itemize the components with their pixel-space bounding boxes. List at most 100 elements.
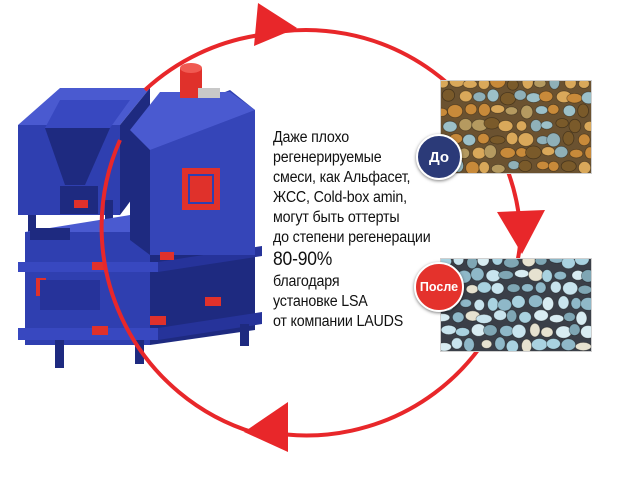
- sand-grain: [542, 296, 555, 311]
- after-badge: После: [414, 262, 464, 312]
- sand-grain: [560, 160, 577, 172]
- sand-grain: [475, 313, 493, 324]
- sand-grain: [455, 327, 471, 337]
- sand-grain: [547, 160, 560, 172]
- arrowhead-bottom: [244, 402, 288, 452]
- arrowhead-top: [254, 3, 297, 46]
- sand-grain: [568, 323, 581, 336]
- sand-grain: [447, 104, 464, 119]
- sand-grain: [540, 326, 554, 338]
- sand-grain: [491, 259, 504, 266]
- sand-grain: [517, 132, 535, 147]
- sand-grain: [534, 281, 547, 294]
- sand-grain: [507, 160, 520, 170]
- sand-before-texture: [441, 81, 591, 173]
- sand-grain: [547, 103, 560, 115]
- sand-grain: [471, 146, 486, 160]
- sand-grain: [478, 161, 490, 173]
- sand-grain: [521, 81, 534, 90]
- sand-grain: [570, 297, 582, 310]
- regeneration-percent: 80-90%: [273, 249, 333, 270]
- sand-grain: [452, 311, 465, 324]
- sand-grain: [515, 120, 528, 132]
- sand-grain: [499, 147, 516, 159]
- sand-grain: [584, 146, 591, 160]
- sand-grain: [486, 88, 500, 103]
- caption-line: благодаря: [273, 273, 340, 290]
- sand-grain: [546, 338, 561, 350]
- sand-grain: [574, 259, 590, 266]
- sand-grain: [521, 283, 534, 293]
- sand-grain: [442, 120, 458, 133]
- sand-grain: [441, 342, 452, 351]
- caption-line: регенерируемые: [273, 149, 382, 166]
- sand-grain: [473, 299, 485, 312]
- sand-grain: [569, 148, 584, 159]
- sand-grain: [441, 88, 455, 102]
- sand-grain: [568, 118, 582, 134]
- sand-grain: [541, 269, 553, 283]
- sand-grain: [459, 90, 473, 103]
- sand-grain: [550, 280, 562, 294]
- sand-grain: [581, 269, 591, 283]
- sand-grain: [534, 259, 548, 266]
- sand-grain: [506, 131, 519, 146]
- sand-grain: [554, 145, 569, 159]
- sand-grain: [464, 103, 478, 116]
- sand-grain: [487, 297, 499, 312]
- sand-grain: [531, 338, 548, 351]
- sand-grain: [513, 89, 527, 101]
- before-badge: До: [416, 134, 462, 180]
- sand-grain: [577, 133, 591, 147]
- sand-grain: [466, 259, 478, 270]
- sand-grain: [506, 283, 521, 293]
- sand-grain: [441, 324, 457, 335]
- sand-grain: [497, 298, 512, 312]
- sand-grain: [580, 297, 591, 311]
- sand-grain: [561, 259, 576, 270]
- sand-grain: [483, 144, 497, 159]
- description-text: Даже плохо регенерируемые смеси, как Аль…: [273, 128, 452, 332]
- sand-grain: [557, 295, 570, 310]
- sand-grain: [528, 267, 544, 282]
- caption-line: установке LSA: [273, 293, 368, 310]
- sand-grain: [555, 118, 569, 129]
- sand-grain: [578, 161, 591, 173]
- sand-grain: [483, 117, 501, 130]
- sand-grain: [538, 90, 554, 103]
- sand-before-photo: [440, 80, 592, 174]
- sand-grain: [493, 309, 507, 321]
- sand-grain: [499, 325, 514, 337]
- sand-grain: [491, 164, 506, 173]
- sand-grain: [533, 81, 547, 89]
- sand-grain: [441, 107, 448, 117]
- sand-grain: [505, 339, 519, 351]
- caption-line: смеси, как Альфасет,: [273, 169, 411, 186]
- sand-grain: [564, 81, 577, 90]
- sand-grain: [478, 103, 491, 117]
- sand-grain: [526, 92, 542, 103]
- sand-grain: [541, 146, 555, 157]
- sand-after-photo: [440, 258, 592, 352]
- sand-grain: [533, 309, 549, 322]
- sand-grain: [577, 284, 591, 295]
- sand-grain: [521, 338, 533, 351]
- sand-grain: [540, 120, 554, 130]
- sand-grain: [498, 270, 514, 280]
- sand-grain: [546, 132, 561, 148]
- sand-grain: [562, 104, 576, 117]
- sand-grain: [497, 120, 514, 132]
- sand-grain: [489, 135, 506, 145]
- sand-grain: [575, 342, 591, 351]
- caption-line: от компании LAUDS: [273, 313, 404, 330]
- sand-grain: [463, 337, 475, 351]
- sand-grain: [525, 145, 542, 160]
- sand-grain: [465, 160, 480, 173]
- sand-grain: [575, 310, 588, 326]
- sand-grain: [511, 295, 526, 309]
- sand-grain: [472, 91, 487, 103]
- sand-grain: [450, 337, 463, 350]
- sand-grain: [490, 104, 505, 114]
- arrowhead-right: [497, 210, 545, 254]
- sand-grain: [562, 131, 575, 146]
